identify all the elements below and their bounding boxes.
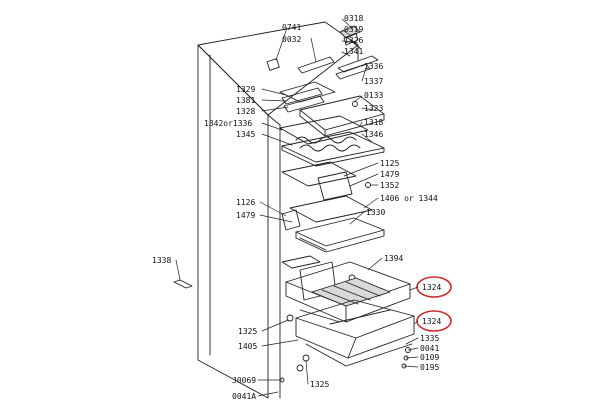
- label-1328: 1328: [236, 107, 255, 116]
- part-0741-shape: [266, 58, 280, 71]
- label-1329: 1329: [236, 85, 255, 94]
- part-1325-upper-shape: [286, 314, 294, 322]
- upper-shelf-block: [279, 81, 385, 167]
- label-1325-upper: 1325: [238, 327, 257, 336]
- part-1325-lower-shape: [302, 354, 310, 362]
- leader-lines: [175, 18, 419, 397]
- cabinet-top-panel: [197, 21, 359, 116]
- label-0741: 0741: [282, 23, 301, 32]
- part-1352-shape: [365, 182, 371, 188]
- part-1126-shape: [281, 209, 301, 231]
- label-1336: 1336: [364, 62, 383, 71]
- part-1329-shape: [279, 81, 336, 103]
- label-1479-upper: 1479: [380, 170, 399, 179]
- label-1345: 1345: [236, 130, 255, 139]
- label-1406-or-1344: 1406 or 1344: [380, 194, 438, 203]
- label-1352: 1352: [380, 181, 399, 190]
- cabinet-side-panel: [197, 44, 269, 399]
- label-0041: 0041: [420, 344, 439, 353]
- part-1406-shape: [289, 195, 373, 223]
- part-1336-shape: [337, 55, 379, 73]
- label-1324-lower: 1324: [422, 317, 441, 326]
- label-j0069: J0069: [232, 376, 256, 385]
- top-vent-assembly: [266, 25, 379, 107]
- label-1405: 1405: [238, 342, 257, 351]
- label-1381: 1381: [236, 96, 255, 105]
- middle-compartment: [281, 161, 385, 253]
- part-1346-shape: [279, 115, 369, 145]
- label-1324-upper: 1324: [422, 283, 441, 292]
- highlight-circle-lower: [416, 310, 452, 332]
- part-1338-shape: [173, 279, 193, 289]
- label-1125: 1125: [380, 159, 399, 168]
- label-1346: 1346: [364, 130, 383, 139]
- label-1337: 1337: [364, 77, 383, 86]
- label-0032: 0032: [282, 35, 301, 44]
- label-1394: 1394: [384, 254, 403, 263]
- part-1125-shape: [317, 171, 353, 201]
- cabinet-body: [197, 21, 361, 399]
- label-1335: 1335: [420, 334, 439, 343]
- label-1326: 1326: [344, 36, 363, 45]
- label-0109: 0109: [420, 353, 439, 362]
- part-0032-shape: [297, 56, 335, 74]
- label-0318: 0318: [344, 14, 363, 23]
- label-1325-lower: 1325: [310, 380, 329, 389]
- label-1330: 1330: [366, 208, 385, 217]
- label-1341: 1341: [344, 47, 363, 56]
- part-1328-shape: [283, 95, 325, 113]
- lower-drawer-assembly: [279, 255, 415, 383]
- label-0041a: 0041A: [232, 392, 256, 400]
- part-1337-shape: [335, 63, 371, 80]
- label-0133: 0133: [364, 91, 383, 100]
- label-1479-lower: 1479: [236, 211, 255, 220]
- label-0319: 0319: [344, 25, 363, 34]
- label-1126: 1126: [236, 198, 255, 207]
- label-1323: 1323: [364, 104, 383, 113]
- label-1318: 1318: [364, 118, 383, 127]
- label-0195: 0195: [420, 363, 439, 372]
- label-1342or1336: 1342or1336: [204, 119, 252, 128]
- highlight-circle-upper: [416, 276, 452, 298]
- label-1338: 1338: [152, 256, 171, 265]
